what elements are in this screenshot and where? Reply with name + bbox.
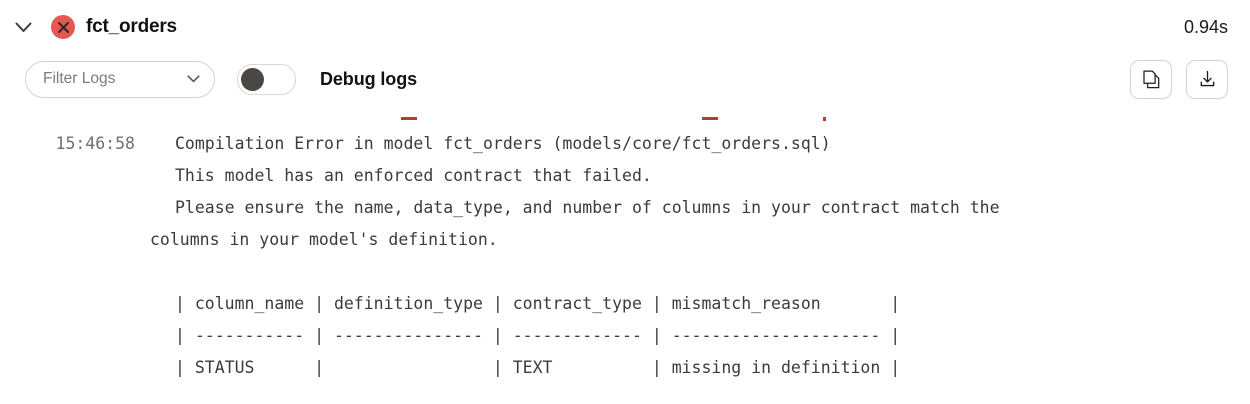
model-name: fct_orders	[86, 16, 177, 37]
log-message-line-1: Compilation Error in model fct_orders (m…	[175, 134, 831, 153]
download-logs-button[interactable]	[1186, 59, 1228, 99]
log-message-line-2: This model has an enforced contract that…	[175, 166, 652, 185]
log-message-line-3-continuation: columns in your model's definition.	[150, 230, 498, 249]
log-message-line-3: Please ensure the name, data_type, and n…	[175, 198, 1000, 217]
log-blank-line	[0, 256, 1230, 288]
collapse-chevron-icon[interactable]	[8, 12, 38, 42]
chevron-down-icon	[187, 75, 200, 83]
debug-logs-toggle[interactable]	[237, 63, 296, 95]
contract-table-row: | STATUS | | TEXT | missing in definitio…	[175, 358, 901, 377]
filter-logs-select[interactable]: Filter Logs	[25, 60, 215, 98]
chevron-down-icon	[15, 22, 31, 32]
filter-logs-label: Filter Logs	[43, 70, 116, 87]
log-entry-first: 15:46:58 Compilation Error in model fct_…	[0, 128, 1230, 160]
copy-logs-button[interactable]	[1130, 59, 1172, 99]
x-icon	[57, 21, 69, 33]
download-icon	[1200, 70, 1214, 86]
log-entry-line-3: Please ensure the name, data_type, and n…	[0, 192, 1230, 224]
run-header: fct_orders 0.94s	[0, 0, 1250, 54]
contract-table-header: | column_name | definition_type | contra…	[175, 294, 901, 313]
toggle-knob	[241, 67, 264, 91]
log-timestamp: 15:46:58	[55, 134, 135, 153]
clipped-fragment	[702, 117, 718, 120]
status-error-icon	[51, 15, 75, 39]
clipped-fragment	[823, 117, 826, 121]
contract-table-separator: | ----------- | --------------- | ------…	[175, 326, 901, 345]
run-duration: 0.94s	[1183, 16, 1228, 37]
log-toolbar: Filter Logs Debug logs	[0, 54, 1250, 104]
debug-logs-label: Debug logs	[320, 68, 417, 89]
log-entry-line-2: This model has an enforced contract that…	[0, 160, 1230, 192]
clipped-fragment	[401, 117, 417, 120]
clipped-log-line-above	[0, 104, 1230, 128]
log-output[interactable]: 15:46:58 Compilation Error in model fct_…	[0, 104, 1250, 384]
copy-icon	[1142, 69, 1159, 88]
